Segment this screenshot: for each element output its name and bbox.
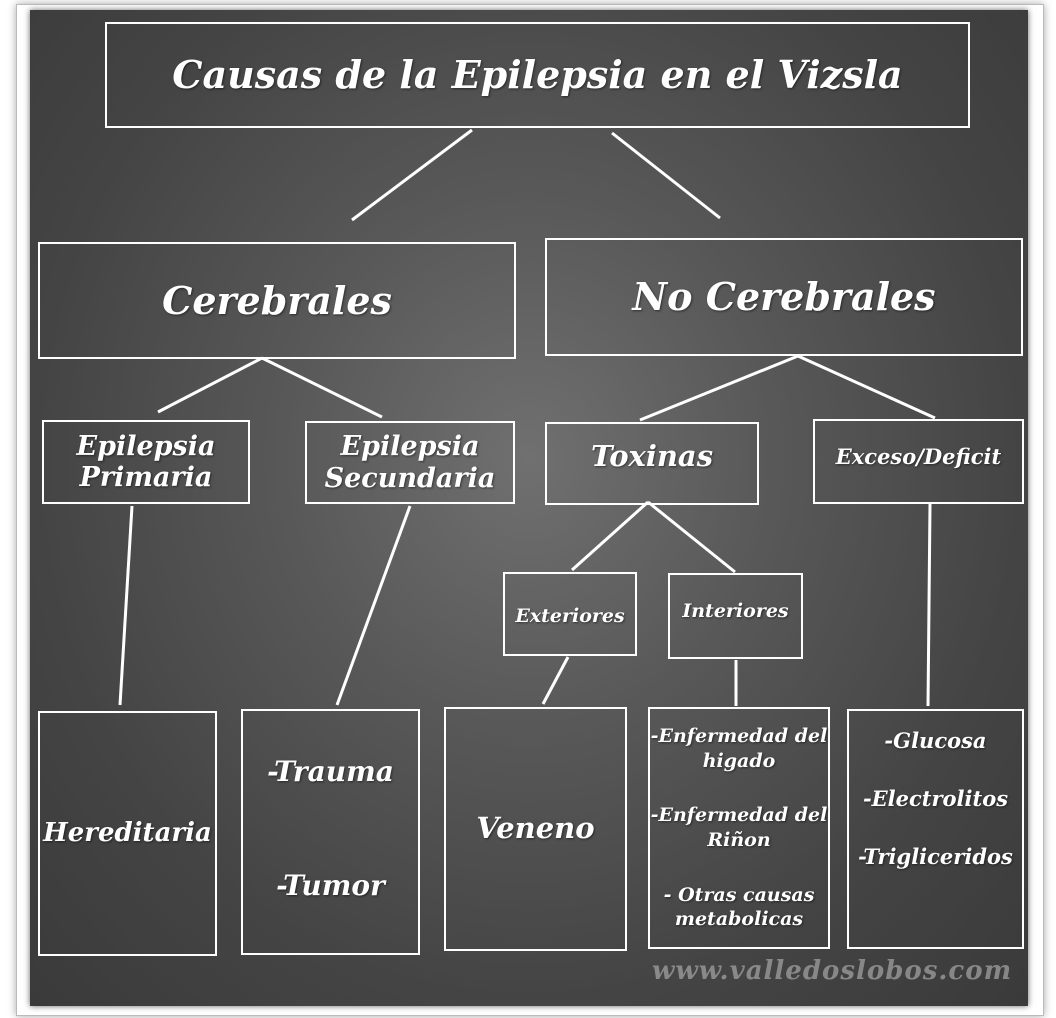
no-cerebrales-text: No Cerebrales (632, 274, 936, 320)
veneno-text: Veneno (476, 811, 595, 846)
connector-toxinas-exteriores (570, 500, 650, 572)
watermark-text: www.valledoslobos.com (652, 956, 1013, 986)
epilepsia-secundaria-line1: Epilepsia (340, 431, 480, 463)
item-otras-causas-1: - Otras causas (663, 883, 815, 906)
epilepsia-primaria-box: Epilepsia Primaria (42, 420, 250, 504)
exceso-items-box: -Glucosa -Electrolitos -Trigliceridos (847, 709, 1024, 949)
frame-border (16, 4, 1044, 1016)
epilepsia-primaria-line1: Epilepsia (76, 430, 216, 462)
no-cerebrales-box: No Cerebrales (545, 238, 1023, 356)
veneno-box: Veneno (444, 707, 627, 951)
title-text: Causas de la Epilepsia en el Vizsla (172, 52, 903, 98)
item-glucosa: -Glucosa (884, 727, 987, 753)
item-enfermedad-rinon-2: Riñon (707, 829, 771, 851)
interiores-box: Interiores (668, 573, 803, 659)
connector-exceso-items (926, 503, 932, 707)
interiores-text: Interiores (682, 600, 789, 623)
connector-secundaria-trauma (335, 505, 412, 706)
connector-title-cerebrales (351, 128, 473, 222)
toxinas-box: Toxinas (545, 422, 759, 505)
epilepsia-primaria-line2: Primaria (79, 462, 213, 493)
connector-toxinas-interiores (647, 500, 736, 574)
item-electrolitos: -Electrolitos (862, 785, 1009, 811)
cerebrales-text: Cerebrales (162, 277, 392, 323)
item-trigliceridos: -Trigliceridos (858, 844, 1013, 870)
hereditaria-text: Hereditaria (43, 817, 212, 848)
cerebrales-box: Cerebrales (38, 242, 516, 359)
title-box: Causas de la Epilepsia en el Vizsla (105, 22, 970, 128)
exteriores-text: Exteriores (515, 605, 625, 628)
trauma-tumor-box: -Trauma -Tumor (241, 709, 420, 955)
connector-title-no-cerebrales (611, 131, 721, 220)
exceso-deficit-box: Exceso/Deficit (813, 419, 1024, 504)
trauma-text: -Trauma (267, 754, 394, 788)
tumor-text: -Tumor (276, 869, 385, 902)
connector-cerebrales-primaria (157, 356, 263, 414)
connector-cerebrales-secundaria (261, 356, 383, 419)
exceso-deficit-text: Exceso/Deficit (835, 444, 1002, 470)
connector-nocerebrales-toxinas (639, 354, 799, 422)
item-enfermedad-higado-1: -Enfermedad del (650, 724, 828, 747)
toxinas-text: Toxinas (590, 438, 714, 473)
connector-nocerebrales-exceso (797, 354, 936, 420)
chalkboard-background (30, 10, 1028, 1006)
connector-exteriores-veneno (541, 656, 570, 705)
hereditaria-box: Hereditaria (38, 711, 217, 956)
exteriores-box: Exteriores (503, 572, 637, 656)
epilepsia-secundaria-line2: Secundaria (324, 462, 496, 494)
interiores-items-box: -Enfermedad del higado -Enfermedad del R… (648, 707, 830, 949)
epilepsia-secundaria-box: Epilepsia Secundaria (305, 421, 515, 504)
item-enfermedad-higado-2: higado (702, 749, 776, 772)
item-otras-causas-2: metabolicas (674, 908, 804, 931)
connector-primaria-hereditaria (118, 505, 134, 706)
item-enfermedad-rinon-1: -Enfermedad del (650, 804, 828, 827)
